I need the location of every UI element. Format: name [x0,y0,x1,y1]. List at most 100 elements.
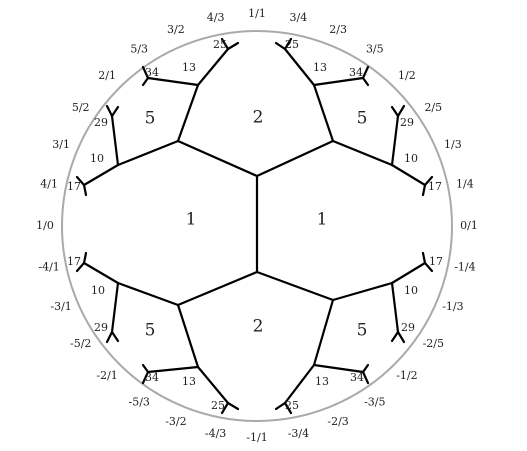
small-label: 17 [428,180,442,193]
tree-edge [331,281,394,302]
tree-edge [110,105,120,118]
boundary-fraction-label: -4/3 [205,427,226,440]
tree-edge [312,83,335,143]
boundary-fraction-label: -5/2 [70,337,91,350]
tree-edge [390,261,427,285]
boundary-fraction-label: -2/1 [96,369,117,382]
tree-edge [274,401,287,411]
boundary-fraction-label: 3/1 [52,138,70,151]
boundary-fraction-label: 1/1 [248,7,266,20]
region-label-bottom-2: 2 [253,317,264,337]
tree-edge [361,370,370,385]
tree-edge [226,41,240,51]
tree-edge [105,104,114,118]
small-label: 17 [67,180,81,193]
small-label: 29 [400,116,414,129]
tree-edge [255,139,335,178]
tree-edge [226,401,240,411]
tree-edge [283,47,316,87]
tree-edge [390,114,400,167]
boundary-fraction-label: 1/0 [36,219,54,232]
tree-edge [421,183,427,197]
tree-edge [361,65,370,80]
region-label-upper-left-5: 5 [145,109,156,129]
tree-edge [176,139,259,178]
tree-edge [82,261,120,285]
region-label-left-1: 1 [186,210,197,230]
tree-edge [141,76,150,87]
boundary-fraction-label: 2/5 [424,101,442,114]
small-label: 17 [429,255,443,268]
region-label-lower-right-5: 5 [357,321,368,341]
tree-edge [220,37,230,51]
boundary-fraction-label: -1/3 [442,300,463,313]
tree-edge [390,105,400,118]
boundary-fraction-label: -4/1 [38,260,59,273]
tree-edge [82,183,88,197]
small-label: 34 [349,66,363,79]
boundary-fraction-label: 2/3 [329,23,347,36]
boundary-fraction-label: 2/1 [98,69,116,82]
tree-edge [421,251,427,265]
tree-edge [396,330,406,344]
tree-edge [141,370,150,385]
tree-edge [75,175,86,187]
small-label: 34 [145,66,159,79]
small-label: 34 [350,371,364,384]
tree-edge [116,139,180,167]
tree-edge [110,114,120,167]
small-label: 13 [313,61,327,74]
boundary-fraction-label: -5/3 [128,395,149,408]
small-label: 10 [404,284,418,297]
small-label: 29 [94,321,108,334]
small-label: 10 [404,152,418,165]
boundary-fraction-label: -1/4 [454,260,475,273]
small-label: 25 [211,399,225,412]
tree-edge [423,175,434,187]
boundary-circle [61,30,453,422]
region-label-right-1: 1 [317,210,328,230]
boundary-fraction-label: 5/2 [72,101,90,114]
tree-edge [396,104,406,118]
boundary-fraction-label: 3/2 [167,23,185,36]
tree-edge [390,281,400,334]
tree-edge [196,365,230,405]
small-label: 29 [401,321,415,334]
tree-edge [75,261,86,273]
tree-edge [283,37,293,51]
boundary-fraction-label: -1/2 [396,369,417,382]
boundary-fraction-label: 5/3 [130,43,148,56]
tree-edge [331,139,394,167]
boundary-fraction-label: -2/5 [423,337,444,350]
small-label: 13 [315,375,329,388]
tree-edge [312,76,365,87]
tree-edge [283,363,316,405]
small-label: 29 [94,116,108,129]
tree-edge [82,163,120,187]
tree-edge [141,363,150,374]
tree-edge [361,363,370,374]
tree-edge [361,76,370,87]
tree-edge [82,251,88,265]
boundary-fraction-label: 1/4 [456,178,474,191]
tree-edge [176,270,259,307]
tree-edge [390,163,427,187]
tree-edge [220,401,230,415]
boundary-fraction-label: 0/1 [460,219,478,232]
tree-edge [176,83,200,143]
small-label: 17 [67,255,81,268]
boundary-fraction-label: -2/3 [327,415,348,428]
tree-edge [312,363,365,374]
tree-edge [196,47,230,87]
tree-edge [146,76,200,87]
small-label: 34 [145,371,159,384]
boundary-fraction-label: -3/1 [50,300,71,313]
small-label: 25 [285,399,299,412]
region-labels: 1 1 2 2 5 5 5 5 [145,108,368,341]
boundary-fraction-label: 4/1 [40,178,58,191]
boundary-fraction-label: 1/3 [444,138,462,151]
tree-edge [105,330,114,344]
tree-edge [141,65,150,80]
